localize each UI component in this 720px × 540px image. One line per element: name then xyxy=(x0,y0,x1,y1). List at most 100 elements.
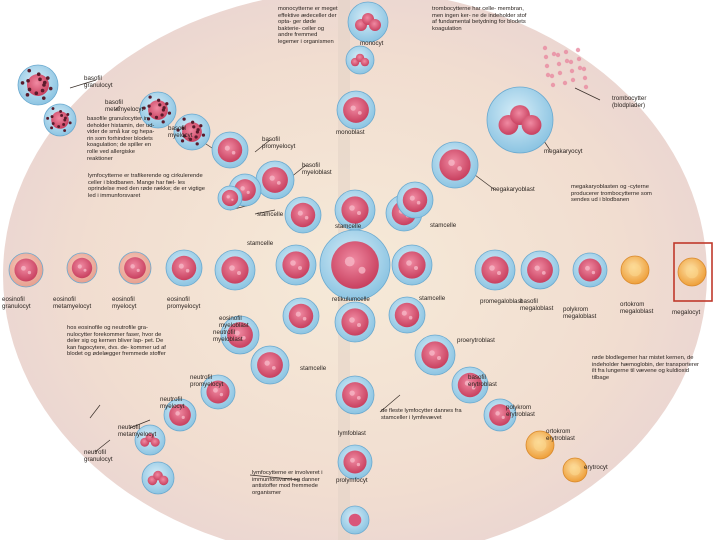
ortokrom-megaloblast-cell xyxy=(620,255,650,285)
label-retikulumcelle: retikulumcelle xyxy=(332,296,370,303)
label-stamcelle-5: stamcelle xyxy=(419,295,446,302)
caption-trombocyt-info: trombocytterne har celle- membran, men i… xyxy=(432,6,527,32)
platelet xyxy=(551,51,557,57)
platelet xyxy=(564,58,570,64)
label-basofil-erytroblast: basofil erytroblast xyxy=(468,374,497,388)
basofil-small-2-cell xyxy=(217,185,243,211)
label-basofil-promyelocyt: basofil promyelocyt xyxy=(262,136,296,150)
caption-megakaryo-info: megakaryoblasten og -cyterne producerer … xyxy=(571,184,652,204)
platelet xyxy=(581,66,587,72)
label-basofil-granulocyt: basofil granulocyt xyxy=(84,75,113,89)
label-erytrocyt: erytrocyt xyxy=(584,464,608,471)
platelet xyxy=(542,45,548,51)
megalocyt-cell xyxy=(677,257,707,287)
platelet xyxy=(568,59,574,65)
basofil-metamyelocyt-cell xyxy=(43,103,77,137)
neutrofil-granulocyt-cell xyxy=(141,461,175,495)
platelet xyxy=(570,77,576,83)
basofil-promyelocyt-cell xyxy=(211,131,249,169)
caption-eosinofil-info: hos eosinofile og neutrofile gra- nulocy… xyxy=(67,325,166,358)
platelet xyxy=(549,73,555,79)
caption-basofil-info: basofile granulocytter in- deholder hist… xyxy=(87,116,155,162)
erytrocyt-cell xyxy=(562,457,588,483)
basofil-myeloblast-cell xyxy=(255,160,295,200)
monocyt-cell xyxy=(347,1,389,43)
stamcelle-ll-cell xyxy=(282,297,320,335)
basofil-erytroblast-cell xyxy=(451,366,489,404)
label-eosinofil-promyelocyt: eosinofil promyelocyt xyxy=(167,296,201,310)
platelet xyxy=(557,70,563,76)
cells-layer xyxy=(8,1,707,535)
platelet xyxy=(543,54,549,60)
eosinofil-metamyelocyt-cell xyxy=(66,252,98,284)
platelet xyxy=(563,49,569,55)
megakaryocyt-cell xyxy=(486,86,554,154)
label-eosinofil-myeloblast: eosinofil myeloblast xyxy=(219,315,249,329)
label-stamcelle-4: stamcelle xyxy=(247,240,274,247)
caption-monocyt-info: monocytterne er meget effektive ædecelle… xyxy=(278,6,338,45)
label-neutrofil-myeloblast: neutrofil myeloblast xyxy=(213,329,243,343)
label-polykrom-erytroblast: polykrom erytroblast xyxy=(506,404,535,418)
platelet xyxy=(569,68,575,74)
label-polykrom-megaloblast: polykrom megaloblast xyxy=(563,306,597,320)
label-promegaloblast: promegaloblast xyxy=(480,298,523,305)
megakaryoblast-cell xyxy=(431,141,479,189)
label-megalocyt: megalocyt xyxy=(672,309,701,316)
stamcelle-ul-cell xyxy=(284,196,322,234)
stamcelle-right-cell xyxy=(391,244,433,286)
label-stamcelle-6: stamcelle xyxy=(300,365,327,372)
caption-erytro-info: røde blodlegemer har mistet kernen, de i… xyxy=(592,355,699,381)
basofil-myelocyt-2-cell xyxy=(173,113,211,151)
polykrom-erytroblast-cell xyxy=(483,398,517,432)
retikulumcelle-cell xyxy=(319,229,391,301)
monoblast-cell xyxy=(336,90,376,130)
label-neutrofil-metamyelocyt: neutrofil metamyelocyt xyxy=(118,424,157,438)
label-monoblast: monoblast xyxy=(336,129,365,136)
neutrofil-promyelocyt-cell xyxy=(250,345,290,385)
lymfoblast-cell xyxy=(335,375,375,415)
label-basofil-metamyelocyt: basofil metamyelocyt xyxy=(105,99,144,113)
caption-lymfocyt-bottom: lymfocytterne er involveret i immunforsv… xyxy=(252,470,323,496)
basofil-granulocyt-cell xyxy=(17,64,59,106)
label-stamcelle-1: stamcelle xyxy=(257,211,284,218)
label-neutrofil-granulocyt: neutrofil granulocyt xyxy=(84,449,113,463)
label-neutrofil-promyelocyt: neutrofil promyelocyt xyxy=(190,374,224,388)
neutrofil-metamyelocyt-2-cell xyxy=(134,424,166,456)
promegaloblast-cell xyxy=(474,249,516,291)
platelet xyxy=(544,63,550,69)
neutrofil-myelocyt-cell xyxy=(200,374,236,410)
stamcelle-lr-cell xyxy=(388,296,426,334)
label-ortokrom-erytroblast: ortokrom erytroblast xyxy=(546,428,575,442)
basofil-myelocyt-cell xyxy=(139,91,177,129)
platelet xyxy=(556,61,562,67)
platelet xyxy=(545,72,551,78)
monocyt-2-cell xyxy=(345,45,375,75)
label-megakaryoblast: megakaryoblast xyxy=(491,186,535,193)
ortokrom-erytroblast-cell xyxy=(525,430,555,460)
eosinofil-myelocyt-cell xyxy=(118,251,152,285)
caption-lymfocyt-info: de fleste lymfocytter dannes fra stamcel… xyxy=(381,408,462,421)
platelet xyxy=(576,56,582,62)
platelet xyxy=(550,82,556,88)
label-monocyt: monocyt xyxy=(360,40,384,47)
label-stamcelle-3: stamcelle xyxy=(430,222,457,229)
promegakaryo-cell xyxy=(396,181,434,219)
eosinofil-granulocyt-cell xyxy=(8,252,44,288)
label-eosinofil-granulocyt: eosinofil granulocyt xyxy=(2,296,31,310)
label-basofil-myelocyt: basofil myelocyt xyxy=(168,125,193,139)
platelet xyxy=(583,84,589,90)
stamcelle-left-cell xyxy=(275,244,317,286)
basofil-megaloblast-cell xyxy=(520,250,560,290)
label-prolymfocyt: prolymfocyt xyxy=(336,477,368,484)
platelet xyxy=(555,52,561,58)
platelet xyxy=(562,80,568,86)
label-eosinofil-metamyelocyt: eosinofil metamyelocyt xyxy=(53,296,92,310)
label-stamcelle-2: stamcelle xyxy=(335,223,362,230)
prolymfocyt-cell xyxy=(337,444,373,480)
label-neutrofil-myelocyt: neutrofil myelocyt xyxy=(160,396,185,410)
lymfocyt-cell xyxy=(340,505,370,535)
neutrofil-metamyelocyt-cell xyxy=(163,398,197,432)
label-lymfoblast: lymfoblast xyxy=(338,430,366,437)
